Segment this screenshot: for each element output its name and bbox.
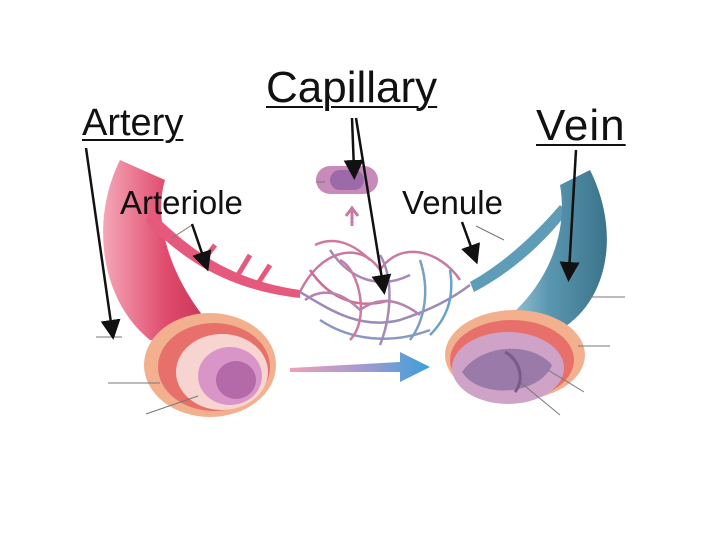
venule-pointer — [460, 221, 480, 265]
arteriole-shape — [146, 210, 300, 298]
capillary-pointer-left — [343, 117, 364, 180]
capillary-label: Capillary — [266, 63, 438, 112]
vein-label: Vein — [536, 101, 626, 150]
arteriole-label: Arteriole — [120, 184, 243, 221]
label-pointer-arrows — [84, 117, 580, 340]
venule-label: Venule — [402, 184, 503, 221]
artery-label: Artery — [82, 102, 184, 144]
arteriole-pointer — [190, 223, 212, 272]
venule-shape — [470, 205, 568, 292]
artery-pointer — [84, 147, 121, 340]
flow-direction-arrow — [290, 352, 430, 382]
capillary-bed — [298, 239, 471, 346]
vein-pointer — [559, 149, 580, 282]
capillary-pointer-right — [354, 117, 392, 295]
artery-shape — [103, 160, 230, 345]
artery-cross-section — [144, 313, 276, 417]
vein-cross-section — [445, 310, 585, 404]
vein-shape — [490, 170, 607, 330]
leader-lines — [96, 181, 625, 416]
